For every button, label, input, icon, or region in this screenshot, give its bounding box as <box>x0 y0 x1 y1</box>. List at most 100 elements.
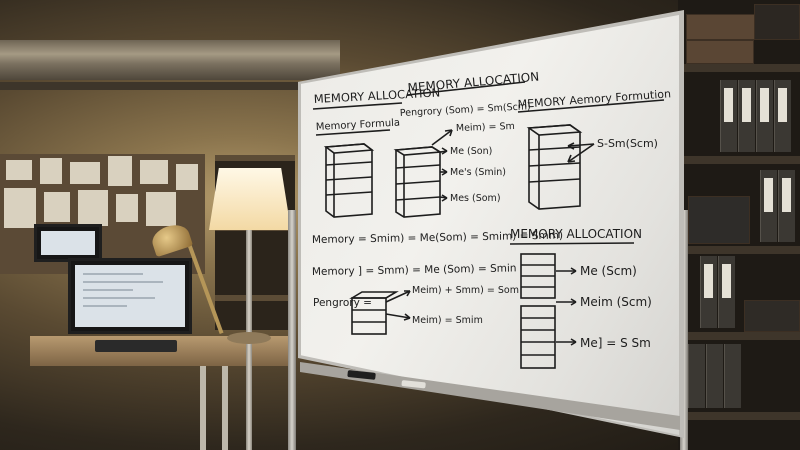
memory-stack-3 <box>526 124 583 210</box>
allocation-3: Me] = S Sm <box>580 336 651 350</box>
marker <box>347 370 376 380</box>
pinned-note <box>146 192 176 226</box>
binder <box>760 170 777 242</box>
binder <box>778 170 795 242</box>
pinned-note <box>70 162 100 184</box>
pengrory-equation: Pengrory = <box>313 297 372 309</box>
screen-text-line <box>83 297 155 299</box>
whiteboard-tray <box>300 362 680 430</box>
screen-text-line <box>83 281 163 283</box>
pinned-note <box>116 194 138 222</box>
binder-label <box>778 88 787 122</box>
pengrory-line: Pengrory (Som) = Sm(Scm) <box>400 101 531 119</box>
binder-label <box>742 88 751 122</box>
equipment-box <box>688 196 750 244</box>
title-right: MEMORY Aemory Formution <box>517 87 671 111</box>
arrows <box>385 129 595 346</box>
binder <box>738 80 755 152</box>
pinned-note <box>40 158 62 184</box>
desk-leg <box>200 366 206 450</box>
shelf-board <box>678 156 800 164</box>
floor-lamp-base <box>227 332 271 344</box>
alloc-block-2 <box>520 305 556 369</box>
eraser <box>401 380 426 389</box>
pinned-note <box>44 192 70 222</box>
alloc-block-1 <box>520 253 556 299</box>
shelf-board <box>678 412 800 420</box>
memory-stack-1 <box>323 143 375 218</box>
label-me-son: Me (Son) <box>450 146 492 157</box>
storage-box <box>686 14 758 40</box>
shelf-board <box>215 295 295 301</box>
branch-2: Meim) = Smim <box>412 315 483 326</box>
label-mes-smin: Me's (Smin) <box>450 167 506 178</box>
screen-text-line <box>83 273 143 275</box>
binder-label <box>760 88 769 122</box>
memory-stack-4 <box>349 291 399 335</box>
pinned-note <box>176 164 198 190</box>
binder <box>724 344 741 408</box>
screen-text-line <box>83 305 127 307</box>
memory-stack-2 <box>393 146 443 218</box>
shelf-board <box>678 64 800 72</box>
underline <box>517 99 665 113</box>
underline <box>312 102 403 110</box>
monitor-screen <box>41 231 95 255</box>
whiteboard-text: MEMORY ALLOCATION MEMORY ALLOCATION MEMO… <box>312 70 672 350</box>
binder <box>700 256 717 328</box>
stand-post-right <box>680 210 688 450</box>
equation-2: Memory ] = Smm) = Me (Som) = Smin <box>312 262 517 278</box>
title-middle: MEMORY ALLOCATION <box>407 70 540 95</box>
ceiling-duct <box>0 40 340 80</box>
shelf-board <box>678 332 800 340</box>
binder <box>756 80 773 152</box>
stand-post-left <box>288 210 296 450</box>
underline <box>406 81 526 96</box>
keyboard <box>95 340 177 352</box>
monitor-screen <box>75 265 185 327</box>
pinned-note <box>78 190 108 226</box>
underline <box>509 242 635 245</box>
right-label-s-sm: S-Sm(Scm) <box>597 137 658 150</box>
binder <box>688 344 705 408</box>
pinned-note <box>4 188 36 228</box>
title-left: MEMORY ALLOCATION <box>313 85 440 106</box>
binder <box>720 80 737 152</box>
binder-label <box>764 178 773 212</box>
floor-lamp-shade <box>209 168 291 230</box>
branch-1: Meim) + Smm) = Som <box>412 285 519 296</box>
desk-leg <box>222 366 228 450</box>
formula-heading: Memory Formula <box>316 118 401 133</box>
underline <box>315 129 391 136</box>
pinned-note <box>108 156 132 186</box>
binder <box>706 344 723 408</box>
back-monitor <box>34 224 102 262</box>
binder-label <box>782 178 791 212</box>
allocation-2: Meim (Scm) <box>580 295 652 309</box>
pinned-note <box>6 160 32 180</box>
pinned-note <box>140 160 168 184</box>
whiteboard-surface <box>301 15 679 435</box>
equipment-box <box>744 300 800 332</box>
right-shelf <box>678 0 800 450</box>
meim-line: Meim) = Sm <box>456 121 515 134</box>
ceiling-duct-shadow <box>0 82 330 90</box>
allocation-1: Me (Scm) <box>580 264 637 278</box>
desk-monitor <box>68 258 192 334</box>
heading-2: MEMORY ALLOCATION <box>510 227 642 241</box>
binder <box>774 80 791 152</box>
binder-label <box>704 264 713 298</box>
binder-label <box>724 88 733 122</box>
binder-label <box>722 264 731 298</box>
storage-box <box>754 4 800 40</box>
screen-text-line <box>83 289 133 291</box>
storage-box <box>686 40 754 64</box>
label-mes-som: Mes (Som) <box>450 193 501 204</box>
shelf-board <box>678 246 800 254</box>
binder <box>718 256 735 328</box>
equation-1: Memory = Smim) = Me(Som) = Smim) = Smm) <box>312 230 563 246</box>
shelf-board <box>215 155 295 161</box>
ink-strokes <box>312 81 665 369</box>
